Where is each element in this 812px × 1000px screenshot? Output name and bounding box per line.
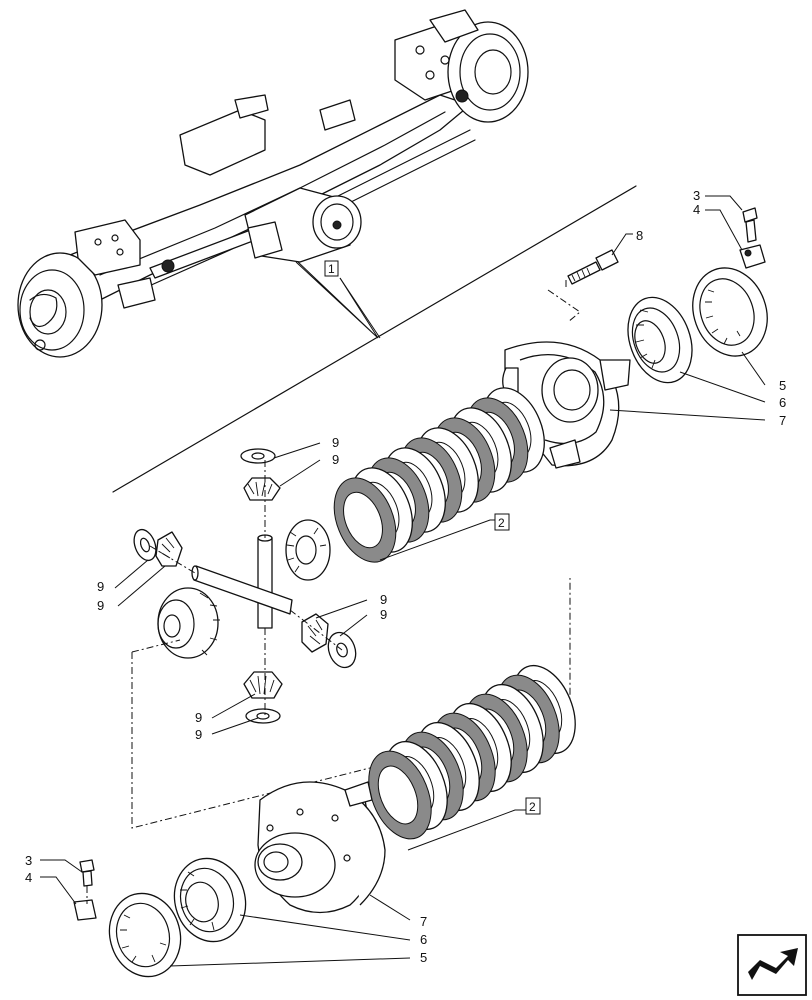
bolt-8	[567, 249, 619, 285]
callout-5-top: 5	[779, 378, 786, 393]
callout-2-bottom: 2	[529, 800, 536, 814]
callout-9-c: 9	[97, 579, 104, 594]
callout-7-bottom: 7	[420, 914, 427, 929]
next-page-arrow-icon[interactable]	[737, 934, 807, 996]
callout-2-top: 2	[498, 516, 505, 530]
callout-box-2-bottom	[525, 797, 541, 815]
ring-5-top	[692, 267, 768, 357]
separator-line	[112, 185, 637, 493]
disc-stack-top	[333, 387, 545, 563]
callout-5-bottom: 5	[420, 950, 427, 965]
disc-stack-bottom	[368, 664, 576, 840]
clip-4-bottom	[73, 899, 97, 921]
callout-8: 8	[636, 228, 643, 243]
spider-gear-set	[133, 448, 357, 724]
callout-6-top: 6	[779, 395, 786, 410]
diff-case-7-bottom	[254, 781, 386, 914]
callout-3-bottom: 3	[25, 853, 32, 868]
callout-9-d: 9	[97, 598, 104, 613]
callout-9-e: 9	[380, 592, 387, 607]
callout-9-f: 9	[380, 607, 387, 622]
callout-9-b: 9	[332, 452, 339, 467]
callout-3-top: 3	[693, 188, 700, 203]
axle-assembly	[17, 9, 529, 358]
callout-4-top: 4	[693, 202, 700, 217]
ring-5-bottom	[108, 892, 182, 978]
clip-4-top	[739, 244, 766, 269]
callout-6-bottom: 6	[420, 932, 427, 947]
bearing-6-bottom	[173, 857, 247, 943]
bearing-6-top	[627, 296, 693, 384]
bolt-3-top	[742, 207, 758, 243]
callout-9-a: 9	[332, 435, 339, 450]
bolt-3-bottom	[79, 859, 95, 887]
callout-7-top: 7	[779, 413, 786, 428]
callout-1: 1	[328, 262, 335, 276]
callout-9-g: 9	[195, 710, 202, 725]
callout-4-bottom: 4	[25, 870, 32, 885]
clutch-disc-bore	[343, 491, 383, 549]
callout-box-2-top	[494, 513, 510, 531]
clutch-disc-bore	[377, 765, 419, 825]
callout-box-1	[324, 260, 339, 277]
callout-9-h: 9	[195, 727, 202, 742]
